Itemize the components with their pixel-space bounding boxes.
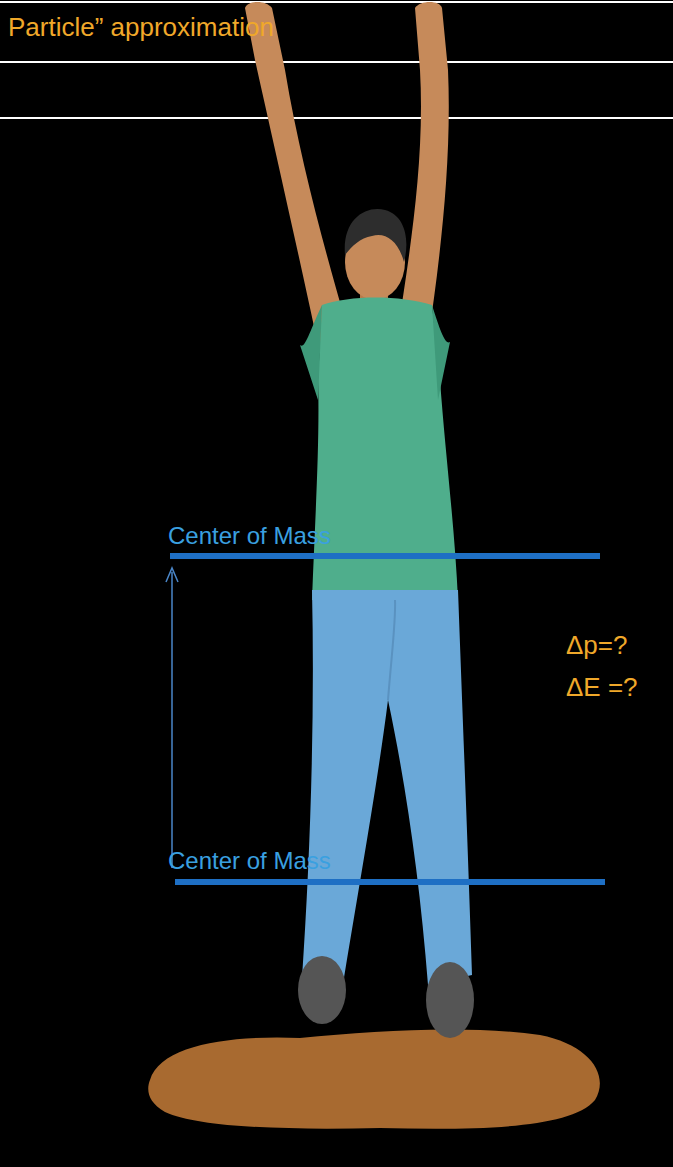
- question-label: ΔE =?: [566, 672, 638, 703]
- com-label: Center of Mass: [168, 522, 331, 550]
- slide-title: Particle” approximation: [8, 12, 274, 43]
- question-label: Δp=?: [566, 630, 627, 661]
- com-label: Center of Mass: [168, 847, 331, 875]
